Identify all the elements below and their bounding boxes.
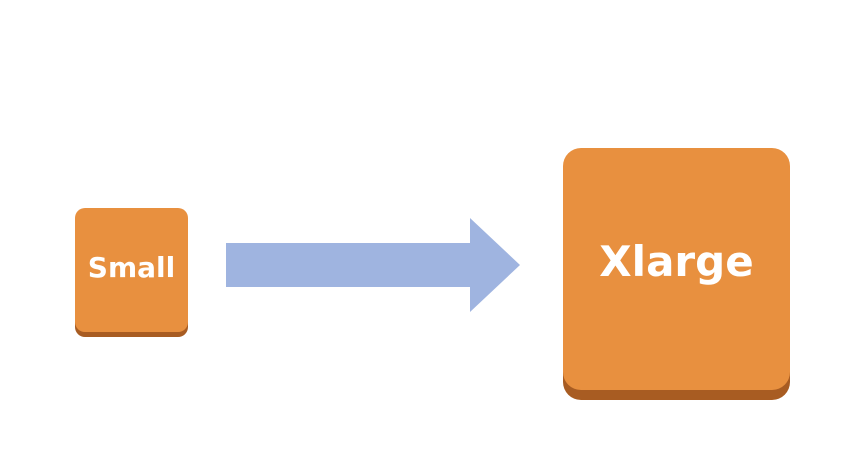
xlarge-box: Xlarge bbox=[563, 148, 790, 390]
small-box: Small bbox=[75, 208, 188, 332]
xlarge-box-label: Xlarge bbox=[599, 236, 754, 286]
small-box-label: Small bbox=[87, 250, 176, 284]
arrow-right-icon bbox=[226, 218, 520, 312]
arrow-shape bbox=[226, 218, 520, 312]
